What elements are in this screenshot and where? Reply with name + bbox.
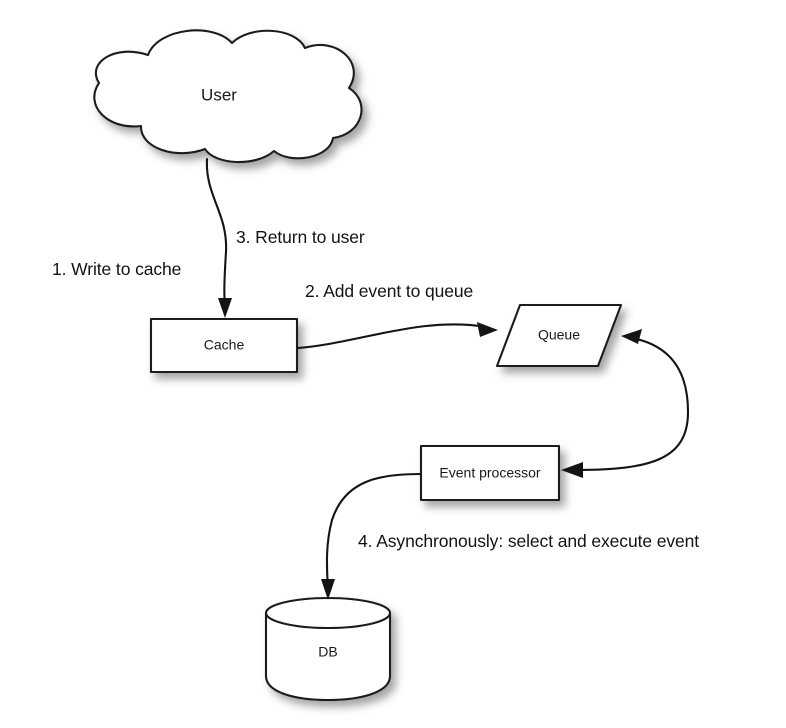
edge-processor-to-db[interactable] xyxy=(321,472,422,600)
node-db[interactable]: DB xyxy=(264,596,392,702)
node-event-processor-label: Event processor xyxy=(439,465,540,481)
node-user[interactable]: User xyxy=(93,29,363,164)
node-user-label: User xyxy=(201,85,237,104)
node-queue[interactable]: Queue xyxy=(495,303,623,368)
arrowhead-cache xyxy=(218,298,232,318)
node-db-label: DB xyxy=(318,644,337,660)
arrowhead-queue-left xyxy=(477,322,498,337)
arrowhead-queue-right xyxy=(621,329,642,344)
node-cache-label: Cache xyxy=(204,337,245,353)
edge-cache-to-queue[interactable] xyxy=(296,322,498,350)
node-event-processor[interactable]: Event processor xyxy=(419,444,561,502)
step-label-3: 3. Return to user xyxy=(236,227,365,247)
edge-queue-processor-loop[interactable] xyxy=(561,329,690,478)
node-cache[interactable]: Cache xyxy=(149,317,299,374)
arrowhead-event-processor xyxy=(561,462,583,478)
step-label-2: 2. Add event to queue xyxy=(305,281,474,301)
step-label-4: 4. Asynchronously: select and execute ev… xyxy=(358,531,700,551)
node-queue-label: Queue xyxy=(538,327,580,343)
arrowhead-db xyxy=(321,579,335,600)
step-label-1: 1. Write to cache xyxy=(52,259,182,279)
edge-user-to-cache[interactable] xyxy=(205,157,232,318)
